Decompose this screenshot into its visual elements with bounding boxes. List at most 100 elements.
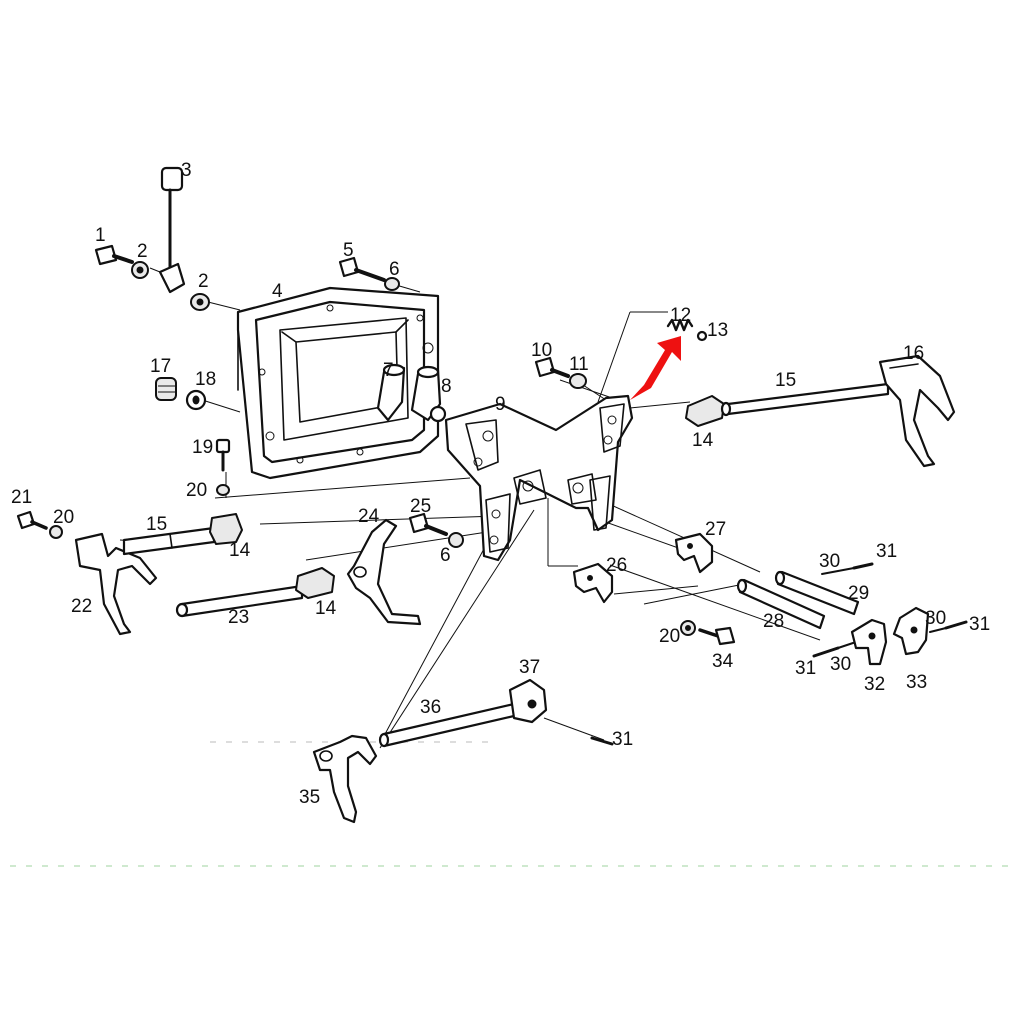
callout-15a: 15: [146, 514, 167, 535]
shift-fork-24: [346, 518, 422, 626]
block-14b: [295, 567, 335, 599]
callout-32: 32: [864, 674, 885, 695]
block-37: [508, 678, 548, 724]
rod-36: [378, 702, 516, 748]
shift-fork-35: [312, 734, 378, 824]
callout-31d: 31: [612, 729, 633, 750]
pin-30c: [929, 627, 947, 633]
washer-2b: [190, 293, 210, 311]
rod-15b: [720, 382, 890, 417]
bolt-5: [338, 256, 386, 282]
washer-2a: [131, 261, 149, 279]
housing-boss-8: [410, 365, 447, 423]
callout-4: 4: [272, 281, 283, 302]
pin-31d: [590, 736, 614, 746]
callout-2b: 2: [198, 271, 209, 292]
callout-8: 8: [441, 376, 452, 397]
callout-20c: 20: [659, 626, 680, 647]
spring-12: [666, 318, 694, 332]
block-14c: [685, 395, 725, 427]
shift-finger-33: [892, 606, 930, 656]
callout-labels: 1 2 2 3 4 5 6 6 7 8 9 10 11 12 13 14 14 …: [11, 160, 990, 808]
pin-31c: [944, 620, 968, 630]
callout-36: 36: [420, 697, 441, 718]
callout-25: 25: [410, 496, 431, 517]
callout-28: 28: [763, 611, 784, 632]
callout-6b: 6: [440, 545, 451, 566]
callout-27: 27: [705, 519, 726, 540]
rod-28: [736, 578, 826, 630]
ball-13: [696, 330, 708, 342]
shift-fork-22: [74, 532, 158, 636]
plate-26: [572, 562, 614, 604]
seal-18: [185, 389, 207, 411]
callout-7: 7: [383, 360, 394, 381]
callout-16: 16: [903, 343, 924, 364]
bolt-1: [94, 244, 134, 266]
callout-29: 29: [848, 583, 869, 604]
highlight-arrow: [630, 336, 681, 400]
callout-5: 5: [343, 240, 354, 261]
pin-19: [215, 438, 231, 472]
plug-17: [155, 377, 177, 401]
callout-33: 33: [906, 672, 927, 693]
callout-10: 10: [531, 340, 552, 361]
callout-1: 1: [95, 225, 106, 246]
pin-30b: [837, 641, 857, 649]
rod-23: [175, 584, 304, 618]
bolt-34: [698, 626, 736, 646]
callout-21: 21: [11, 487, 32, 508]
bolt-25: [408, 512, 448, 536]
shift-finger-32: [850, 618, 888, 666]
callout-14a: 14: [229, 540, 251, 561]
callout-30b: 30: [830, 654, 851, 675]
callout-37: 37: [519, 657, 540, 678]
callout-2a: 2: [137, 241, 148, 262]
callout-11: 11: [569, 354, 589, 375]
bolt-21: [16, 510, 48, 530]
callout-12: 12: [670, 305, 691, 326]
callout-9: 9: [495, 394, 506, 415]
callout-17: 17: [150, 356, 171, 377]
callout-30c: 30: [925, 608, 946, 629]
pin-31b: [812, 646, 840, 658]
callout-3: 3: [181, 160, 192, 181]
callout-14c: 14: [692, 430, 714, 451]
callout-35: 35: [299, 787, 320, 808]
callout-24: 24: [358, 506, 380, 527]
callout-20a: 20: [186, 480, 207, 501]
callout-26: 26: [606, 555, 627, 576]
shift-fork-16: [878, 354, 956, 468]
callout-34: 34: [712, 651, 734, 672]
plate-27: [674, 532, 714, 574]
callout-30a: 30: [819, 551, 840, 572]
washer-6a: [384, 277, 400, 291]
callout-20b: 20: [53, 507, 74, 528]
bolt-10: [534, 356, 570, 378]
washer-11: [569, 373, 587, 389]
gear-housing: [236, 286, 440, 480]
callout-13: 13: [707, 320, 728, 341]
callout-31a: 31: [876, 541, 897, 562]
rod-15a: [122, 526, 216, 556]
block-14a: [209, 513, 243, 545]
callout-19: 19: [192, 437, 213, 458]
washer-6b: [448, 532, 464, 548]
shift-bracket: [444, 394, 634, 562]
callout-14b: 14: [315, 598, 337, 619]
callout-6a: 6: [389, 259, 400, 280]
washer-20a: [216, 484, 230, 496]
callout-15b: 15: [775, 370, 796, 391]
washer-20b: [49, 525, 63, 539]
pin-30a: [821, 567, 855, 575]
callout-31b: 31: [795, 658, 816, 679]
callout-22: 22: [71, 596, 92, 617]
pin-31a: [852, 562, 874, 570]
washer-20c: [680, 620, 696, 636]
callout-18: 18: [195, 369, 216, 390]
shift-lever: [158, 166, 186, 294]
callout-23: 23: [228, 607, 249, 628]
callout-31c: 31: [969, 614, 990, 635]
rod-29: [774, 570, 860, 616]
